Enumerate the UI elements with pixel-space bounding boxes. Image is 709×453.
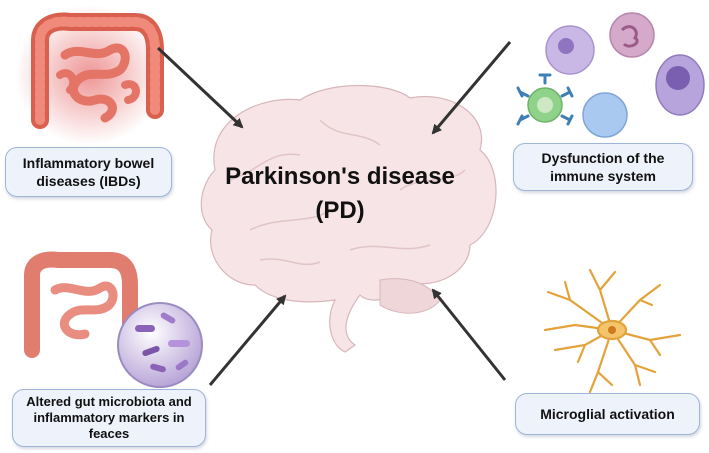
pd-title: Parkinson's disease (PD) xyxy=(190,160,490,228)
pd-title-line2: (PD) xyxy=(315,197,365,224)
arrow-immune-to-pd xyxy=(431,41,512,135)
pd-title-line1: Parkinson's disease xyxy=(225,163,455,190)
ibd-label-line2: diseases (IBDs) xyxy=(36,173,141,189)
arrow-gut-to-pd xyxy=(208,294,287,386)
microglia-cell-icon xyxy=(543,268,682,394)
ibd-label-box: Inflammatory bowel diseases (IBDs) xyxy=(5,147,172,197)
gut-label-line3: feaces xyxy=(88,426,130,441)
microglia-label-line1: Microglial activation xyxy=(540,406,675,422)
gut-label-line1: Altered gut microbiota and xyxy=(26,394,192,409)
gut-label-line2: inflammatory markers in xyxy=(33,410,185,425)
immune-label-line1: Dysfunction of the xyxy=(541,150,665,166)
ibd-label-line1: Inflammatory bowel xyxy=(22,155,155,171)
microglia-label-box: Microglial activation xyxy=(515,393,700,435)
gut-label-box: Altered gut microbiota and inflammatory … xyxy=(12,389,206,447)
immune-label-box: Dysfunction of the immune system xyxy=(513,143,693,191)
immune-label-line2: immune system xyxy=(550,168,656,184)
gut-microbiota-icon xyxy=(24,251,203,388)
arrow-ibd-to-pd xyxy=(156,46,244,129)
inflamed-intestine-icon xyxy=(15,5,165,145)
immune-cells-icon xyxy=(516,12,705,138)
arrow-microglia-to-pd xyxy=(431,288,507,381)
brain-icon xyxy=(200,84,497,353)
